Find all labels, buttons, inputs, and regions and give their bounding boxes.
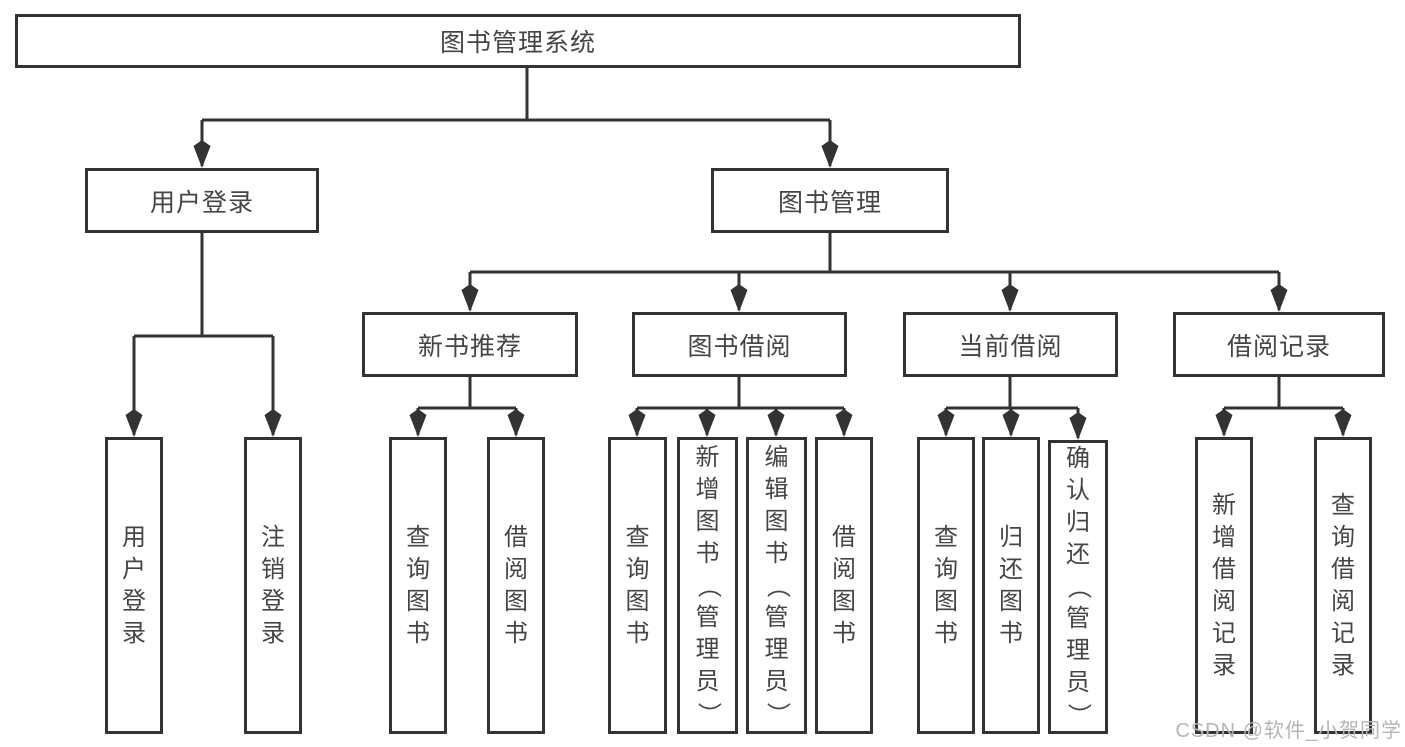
node-label: 查询借阅记录 — [1331, 491, 1355, 679]
node-label: 借阅图书 — [504, 523, 528, 647]
node-label: 查询图书 — [406, 523, 430, 647]
node-new-book-recommendation: 新书推荐 — [362, 312, 578, 377]
node-label: 用户登录 — [149, 188, 254, 217]
leaf-confirm-return-admin: 确认归还（管理员） — [1048, 440, 1108, 734]
leaf-edit-books-admin: 编辑图书（管理员） — [746, 437, 807, 734]
leaf-query-books-3: 查询图书 — [917, 437, 975, 734]
node-label: 确认归还（管理员） — [1065, 445, 1092, 728]
node-label: 注销登录 — [261, 523, 285, 647]
node-current-borrowing: 当前借阅 — [903, 312, 1118, 377]
leaf-logout: 注销登录 — [244, 437, 302, 734]
node-label: 图书管理 — [777, 188, 882, 217]
node-label: 用户登录 — [122, 523, 146, 647]
leaf-return-books: 归还图书 — [982, 437, 1040, 734]
leaf-user-login: 用户登录 — [105, 437, 163, 734]
node-book-management: 图书管理 — [711, 168, 949, 233]
node-label: 编辑图书（管理员） — [763, 443, 791, 726]
node-borrowing-records: 借阅记录 — [1173, 312, 1385, 377]
node-user-login: 用户登录 — [85, 168, 319, 233]
leaf-query-books: 查询图书 — [389, 437, 447, 734]
node-label: 图书管理系统 — [439, 29, 596, 57]
node-label: 借阅图书 — [832, 523, 856, 647]
leaf-borrow-books: 借阅图书 — [487, 437, 545, 734]
node-label: 归还图书 — [999, 523, 1023, 647]
leaf-query-books-2: 查询图书 — [608, 437, 667, 734]
leaf-query-borrow-record: 查询借阅记录 — [1314, 437, 1372, 734]
leaf-add-books-admin: 新增图书（管理员） — [677, 437, 738, 734]
node-label: 查询图书 — [934, 523, 958, 647]
leaf-add-borrow-record: 新增借阅记录 — [1195, 437, 1253, 734]
node-label: 新书推荐 — [417, 332, 522, 361]
node-label: 查询图书 — [625, 523, 650, 647]
node-label: 图书借阅 — [687, 332, 792, 361]
node-book-borrowing: 图书借阅 — [632, 312, 847, 377]
node-label: 新增图书（管理员） — [694, 443, 722, 726]
node-label: 当前借阅 — [958, 332, 1063, 361]
node-library-management-system: 图书管理系统 — [15, 14, 1021, 68]
watermark-text: CSDN @软件_小贺同学 — [1175, 720, 1402, 742]
node-label: 新增借阅记录 — [1212, 491, 1236, 679]
node-label: 借阅记录 — [1226, 332, 1331, 361]
leaf-borrow-books-2: 借阅图书 — [815, 437, 873, 734]
